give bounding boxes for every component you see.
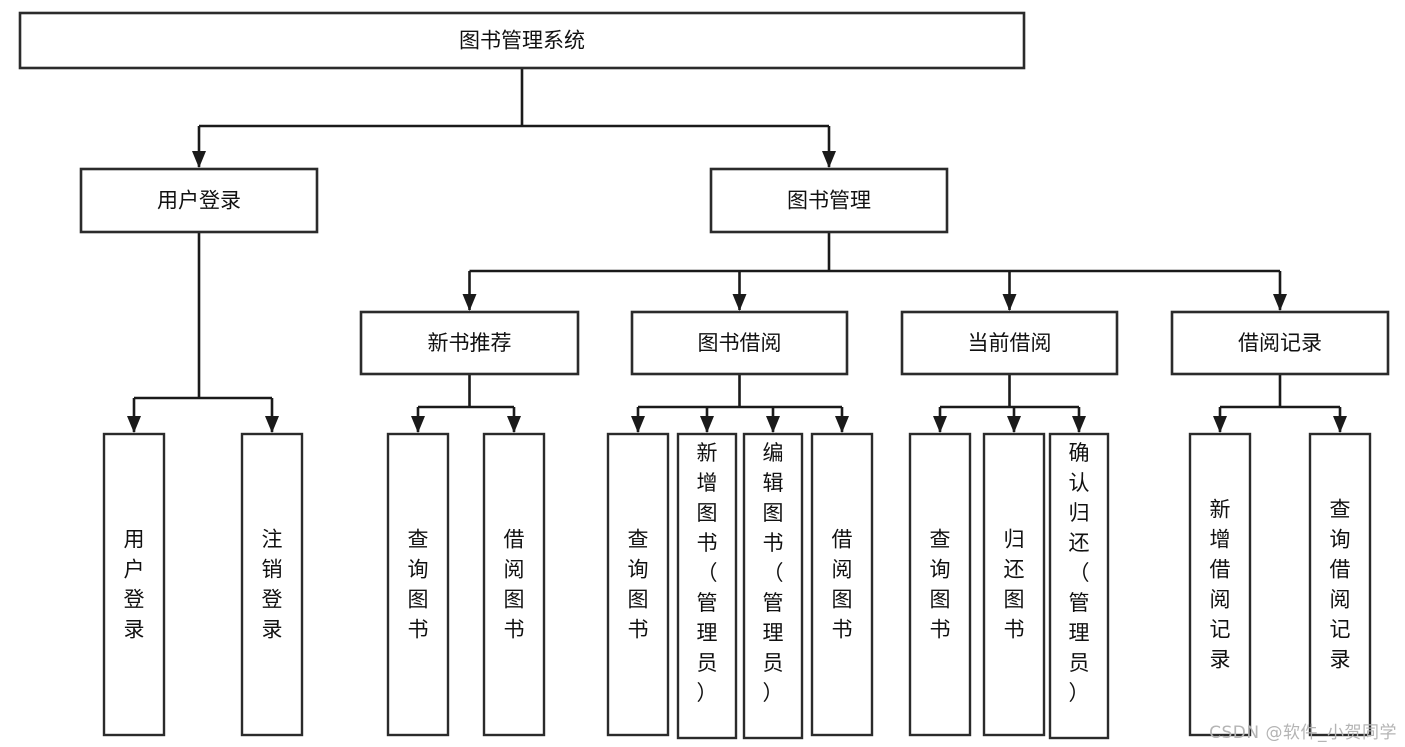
arrow-head-icon — [192, 151, 206, 168]
node-level2-label-0: 用户登录 — [157, 189, 241, 213]
node-leaf-box-4[interactable] — [606, 432, 670, 737]
arrow-head-icon — [732, 294, 747, 311]
arrow-head-icon — [1007, 416, 1021, 433]
node-level3-label-0: 新书推荐 — [428, 331, 512, 355]
node-leaf-label-3: 借阅图书 — [504, 528, 525, 642]
arrow-head-icon — [462, 294, 477, 311]
node-level3-label-3: 借阅记录 — [1238, 331, 1322, 355]
arrow-head-icon — [1072, 416, 1086, 433]
arrow-head-icon — [507, 416, 521, 433]
arrow-head-icon — [822, 151, 836, 168]
arrow-head-icon — [1213, 416, 1227, 433]
arrow-head-icon — [1273, 294, 1287, 311]
node-leaf-box-11[interactable] — [1188, 432, 1252, 737]
arrow-head-icon — [700, 416, 714, 433]
node-level3-label-1: 图书借阅 — [698, 331, 782, 355]
arrow-head-icon — [127, 416, 141, 433]
node-leaf-box-2[interactable] — [386, 432, 450, 737]
node-level3-box-1[interactable] — [630, 310, 849, 376]
node-leaf-label-9: 归还图书 — [1004, 528, 1025, 642]
arrow-head-icon — [933, 416, 947, 433]
node-leaf-box-8[interactable] — [908, 432, 972, 737]
nodes-layer: 图书管理系统用户登录图书管理新书推荐图书借阅当前借阅借阅记录用户登录注销登录查询… — [18, 11, 1390, 740]
node-leaf-box-10[interactable] — [1048, 432, 1110, 740]
node-leaf-label-7: 借阅图书 — [832, 528, 853, 642]
arrow-head-icon — [766, 416, 780, 433]
node-leaf-label-6: 编辑图书（管理员） — [763, 441, 784, 705]
node-level3-label-2: 当前借阅 — [968, 331, 1052, 355]
node-leaf-label-8: 查询图书 — [930, 528, 951, 642]
node-leaf-label-1: 注销登录 — [262, 528, 283, 642]
node-root-box[interactable] — [18, 11, 1026, 70]
arrow-head-icon — [1002, 294, 1017, 311]
node-leaf-box-3[interactable] — [482, 432, 546, 737]
node-leaf-label-11: 新增借阅记录 — [1210, 498, 1231, 672]
node-level2-box-1[interactable] — [709, 167, 949, 234]
node-leaf-box-12[interactable] — [1308, 432, 1372, 737]
node-leaf-label-10: 确认归还（管理员） — [1069, 441, 1090, 705]
node-leaf-box-1[interactable] — [240, 432, 304, 737]
node-leaf-label-4: 查询图书 — [628, 528, 649, 642]
node-leaf-box-9[interactable] — [982, 432, 1046, 737]
node-leaf-label-0: 用户登录 — [124, 528, 145, 642]
node-leaf-box-0[interactable] — [102, 432, 166, 737]
node-leaf-box-5[interactable] — [676, 432, 738, 740]
node-leaf-label-5: 新增图书（管理员） — [697, 441, 718, 705]
arrow-head-icon — [265, 416, 279, 433]
node-leaf-label-12: 查询借阅记录 — [1330, 498, 1351, 672]
node-leaf-box-6[interactable] — [742, 432, 804, 740]
watermark-label: CSDN @软件_小贺同学 — [1209, 723, 1397, 743]
node-leaf-box-7[interactable] — [810, 432, 874, 737]
node-root-label: 图书管理系统 — [459, 29, 585, 53]
arrow-head-icon — [1333, 416, 1347, 433]
arrow-head-icon — [631, 416, 645, 433]
node-level3-box-2[interactable] — [900, 310, 1119, 376]
arrow-head-icon — [835, 416, 849, 433]
node-level2-box-0[interactable] — [79, 167, 319, 234]
node-leaf-label-2: 查询图书 — [408, 528, 429, 642]
connectors-layer — [127, 68, 1347, 433]
arrow-head-icon — [411, 416, 425, 433]
node-level2-label-1: 图书管理 — [787, 189, 871, 213]
node-level3-box-3[interactable] — [1170, 310, 1390, 376]
node-level3-box-0[interactable] — [359, 310, 580, 376]
